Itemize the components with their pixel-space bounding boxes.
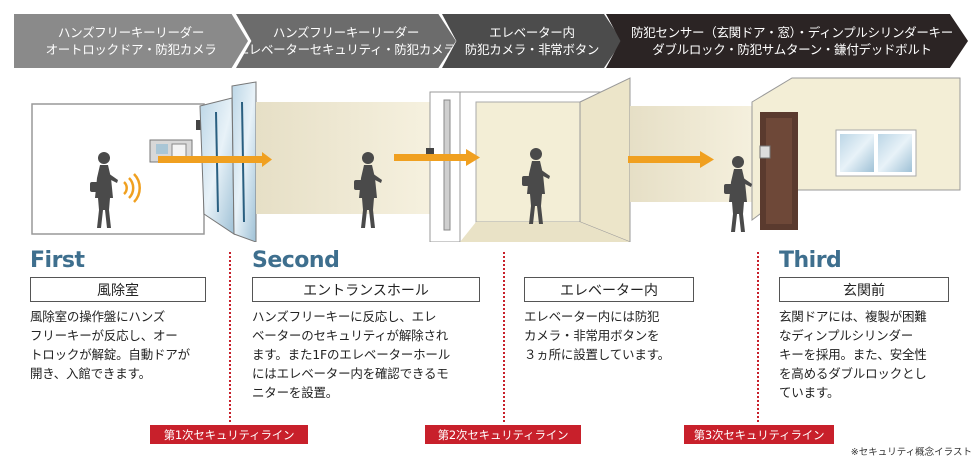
stage-third-desc: 玄関ドアには、複製が困難 なディンプルシリンダー キーを採用。また、安全性 を高… <box>779 307 969 402</box>
security-divider-1 <box>229 252 231 422</box>
stage-first-desc: 風除室の操作盤にハンズ フリーキーが反応し、オー トロックが解錠。自動ドアが 開… <box>30 307 220 383</box>
vestibule-room <box>31 103 205 235</box>
front-door-area <box>751 77 961 230</box>
signal-waves-icon <box>123 173 141 203</box>
stage-first-label: 風除室 <box>30 277 206 302</box>
desc-line: 玄関ドアには、複製が困難 <box>779 309 927 324</box>
person-elevator-icon <box>522 148 550 224</box>
stage-elevator-label: エレベーター内 <box>524 277 694 302</box>
stage-second-desc: ハンズフリーキーに反応し、エレ ベーターのセキュリティが解除され ます。また1F… <box>252 307 492 402</box>
security-line-1-badge: 第1次セキュリティライン <box>150 425 308 444</box>
stage-second-title: Second <box>252 248 340 273</box>
banner-step-1-line2: オートロックドア・防犯カメラ <box>45 42 217 57</box>
desc-line: なディンプルシリンダー <box>779 328 914 343</box>
banner-step-2-line1: ハンズフリーキーリーダー <box>272 25 420 40</box>
desc-line: エレベーター内には防犯 <box>524 309 660 324</box>
banner-step-4-line1: 防犯センサー（玄関ドア・窓）・ディンプルシリンダーキー <box>631 25 953 40</box>
banner-step-2-line2: エレベーターセキュリティ・防犯カメラ <box>236 42 456 57</box>
flow-arrows <box>158 149 714 168</box>
desc-line: 風除室の操作盤にハンズ <box>30 309 166 324</box>
desc-line: 開き、入館できます。 <box>30 366 151 381</box>
security-illustration <box>31 77 961 242</box>
stage-first-title: First <box>30 248 85 273</box>
desc-line: トロックが解錠。自動ドアが <box>30 347 190 362</box>
desc-line: ３ヵ所に設置しています。 <box>524 347 670 362</box>
desc-line: ハンズフリーキーに反応し、エレ <box>252 309 437 324</box>
desc-line: を高めるダブルロックとし <box>779 366 927 381</box>
banner-step-4-line2: ダブルロック・防犯サムターン・鎌付デッドボルト <box>652 42 932 57</box>
entrance-hall <box>256 91 461 242</box>
person-first-icon <box>90 152 118 228</box>
illustration-note: ※セキュリティ概念イラスト <box>850 447 972 458</box>
security-line-2-badge: 第2次セキュリティライン <box>425 425 581 444</box>
banner-step-3-line2: 防犯カメラ・非常ボタン <box>464 42 600 57</box>
banner-step-2: ハンズフリーキーリーダー エレベーターセキュリティ・防犯カメラ <box>236 14 456 68</box>
person-second-icon <box>354 152 382 228</box>
desc-line: ベーターのセキュリティが解除され <box>252 328 449 343</box>
desc-line: ています。 <box>779 385 840 400</box>
person-third-icon <box>724 156 752 232</box>
desc-line: フリーキーが反応し、オー <box>30 328 178 343</box>
security-divider-3 <box>757 252 759 422</box>
desc-line: ます。また1Fのエレベーターホール <box>252 347 450 362</box>
banner-step-3-line1: エレベーター内 <box>489 25 575 40</box>
desc-line: キーを採用。また、安全性 <box>779 347 927 362</box>
security-divider-2 <box>503 252 505 422</box>
banner-step-3: エレベーター内 防犯カメラ・非常ボタン <box>442 14 622 68</box>
desc-line: にはエレベーター内を確認できるモ <box>252 366 449 381</box>
elevator <box>459 77 631 242</box>
stage-third-title: Third <box>779 248 842 273</box>
desc-line: カメラ・非常用ボタンを <box>524 328 660 343</box>
desc-line: ニターを設置。 <box>252 385 339 400</box>
banner-step-4: 防犯センサー（玄関ドア・窓）・ディンプルシリンダーキー ダブルロック・防犯サムタ… <box>606 14 968 68</box>
security-line-3-badge: 第3次セキュリティライン <box>684 425 834 444</box>
banner-step-1: ハンズフリーキーリーダー オートロックドア・防犯カメラ <box>14 14 248 68</box>
stage-elevator-desc: エレベーター内には防犯 カメラ・非常用ボタンを ３ヵ所に設置しています。 <box>524 307 724 364</box>
stage-third-label: 玄関前 <box>779 277 949 302</box>
stage-second-label: エントランスホール <box>252 277 480 302</box>
banner-step-1-line1: ハンズフリーキーリーダー <box>57 25 205 40</box>
